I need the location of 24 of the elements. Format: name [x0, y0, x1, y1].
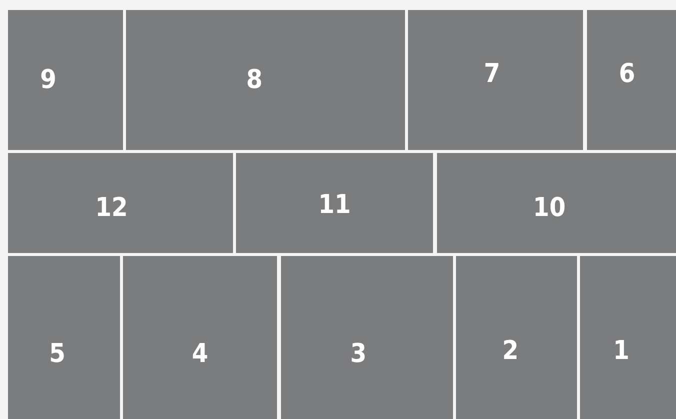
fabric-panel: [408, 10, 583, 150]
fabric-panel: [281, 256, 453, 419]
panel-number: 3: [350, 340, 367, 367]
panel-number: 2: [502, 338, 519, 364]
fabric-panel: [587, 10, 676, 150]
panel-number: 4: [192, 340, 208, 367]
panel-number: 7: [484, 61, 500, 88]
fabric-panel: [123, 256, 277, 419]
fabric-panel: [437, 153, 676, 253]
panel-number: 6: [618, 61, 636, 88]
panel-number: 11: [318, 192, 351, 218]
panel-number: 8: [246, 67, 262, 93]
fabric-panel: [236, 153, 433, 253]
fabric-panel: [8, 10, 123, 150]
fabric-panel: [126, 10, 405, 150]
fabric-panel: [456, 256, 577, 419]
fabric-panel: [8, 256, 120, 419]
panel-number: 12: [95, 195, 128, 221]
panel-number: 9: [40, 67, 56, 93]
panel-number: 10: [533, 195, 566, 221]
fabric-panel: [8, 153, 233, 253]
fabric-panel: [580, 256, 676, 419]
panel-number: 1: [613, 338, 630, 364]
panel-number: 5: [49, 340, 66, 367]
